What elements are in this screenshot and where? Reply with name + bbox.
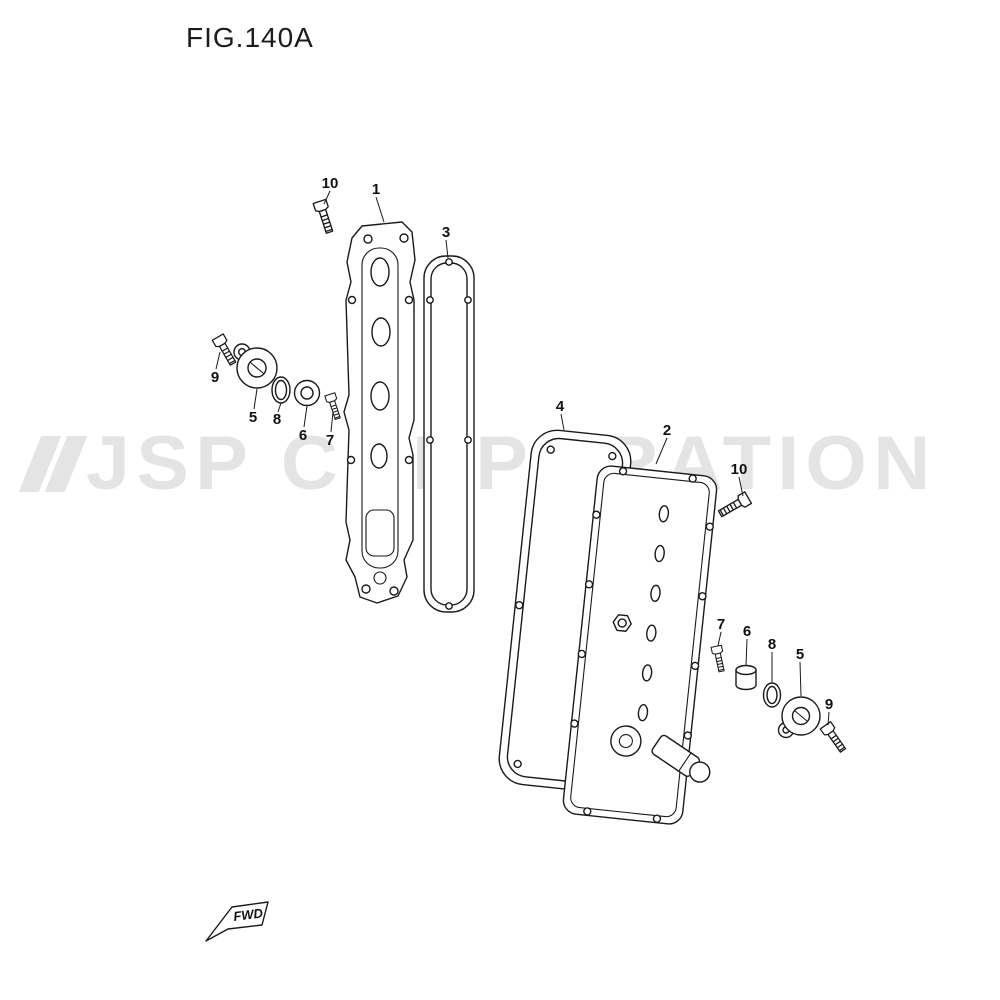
part-7-bolt-right [710,644,728,673]
callout-10-top: 10 [322,175,339,192]
callout-3: 3 [442,224,450,241]
part-1-inner-cover [343,221,416,604]
part-6-spacer-right [735,664,757,691]
part-2-outer-cover [562,465,718,825]
part-8-oring-left [271,376,291,404]
callout-5-right: 5 [796,646,804,663]
callout-6-left: 6 [299,427,307,444]
part-10-bolt-right [716,491,753,521]
part-3-inner-cover-gasket [423,255,475,613]
breather-fitting [651,734,711,783]
part-9-bolt-right [819,721,849,755]
part-6-seal-left [293,379,321,407]
callout-8-right: 8 [768,636,776,653]
figure-title: FIG.140A [186,22,314,53]
leader-lines [215,190,830,726]
fwd-label: FWD [233,905,265,924]
callout-7-right: 7 [717,616,725,633]
part-5-cap-right [777,696,821,739]
callout-8-left: 8 [273,411,281,428]
callout-4: 4 [556,398,565,415]
callout-9-left: 9 [211,369,219,386]
fwd-arrow: FWD [205,901,269,942]
callout-9-right: 9 [825,696,833,713]
watermark: JSP CORPORATION [18,420,990,507]
callout-6-right: 6 [743,623,751,640]
part-8-oring-right [762,682,782,708]
callouts: 10 1 3 9 5 8 6 7 4 2 10 7 6 8 5 9 [211,175,833,713]
callout-5-left: 5 [249,409,257,426]
part-5-cap-left [233,343,278,389]
callout-1: 1 [372,181,380,198]
callout-2: 2 [663,422,671,439]
callout-10-right: 10 [731,461,748,478]
part-7-bolt-left [324,392,344,421]
part-10-bolt-top [312,198,337,235]
watermark-text: JSP CORPORATION [86,421,937,506]
callout-7-left: 7 [326,432,334,449]
